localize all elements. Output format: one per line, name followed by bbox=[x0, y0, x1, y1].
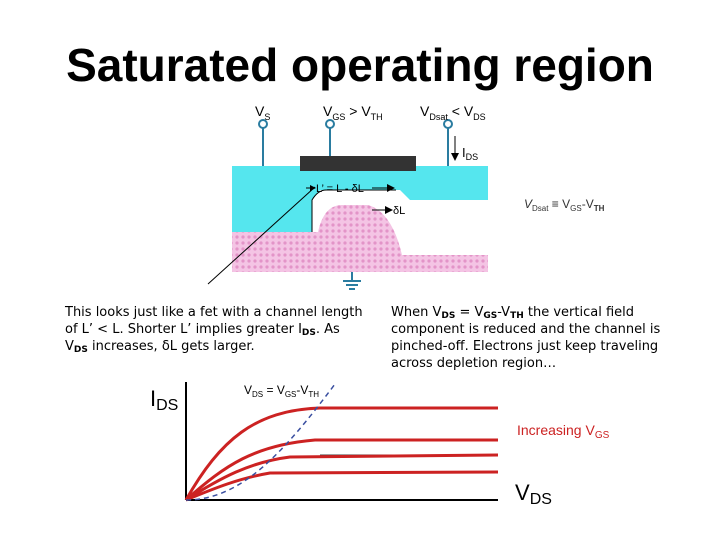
ids-label: IDS bbox=[462, 145, 478, 162]
pointer-line bbox=[207, 186, 316, 285]
x-axis-label: VDS bbox=[515, 480, 552, 508]
gate-terminal bbox=[325, 119, 335, 129]
saturation-boundary bbox=[185, 383, 336, 501]
vs-label: VS bbox=[255, 103, 270, 122]
vdsat-equation: VDsat ≡ VGS-VTH bbox=[524, 197, 605, 213]
increasing-vgs-label: Increasing VGS bbox=[517, 422, 610, 441]
iv-curve-1 bbox=[184, 406, 498, 501]
left-description: This looks just like a fet with a channe… bbox=[65, 305, 363, 355]
mosfet-cross-section: VS VGS > VTH VDsat < VDS IDS L’ = L - δL… bbox=[207, 103, 605, 290]
delta-l-label: δL bbox=[393, 205, 405, 217]
depletion-region bbox=[232, 205, 488, 272]
y-axis-label: IDS bbox=[150, 386, 178, 414]
channel-outline bbox=[311, 189, 396, 232]
gate-electrode bbox=[300, 156, 416, 171]
vds-condition-label: VDsat < VDS bbox=[420, 103, 486, 122]
right-description: When VDS = VGS-VTH the vertical field co… bbox=[391, 305, 661, 371]
source-terminal bbox=[258, 119, 268, 129]
iv-curve-2 bbox=[184, 438, 498, 502]
iv-curve-4 bbox=[185, 470, 499, 502]
iv-curve-3 bbox=[185, 453, 499, 502]
vgs-condition-label: VGS > VTH bbox=[323, 103, 383, 122]
boundary-label: VDS = VGS-VTH bbox=[244, 383, 319, 399]
page-title: Saturated operating region bbox=[66, 39, 654, 91]
oxide-region bbox=[232, 166, 488, 232]
drain-terminal bbox=[443, 119, 453, 129]
channel-length-label: L’ = L - δL bbox=[316, 183, 364, 195]
